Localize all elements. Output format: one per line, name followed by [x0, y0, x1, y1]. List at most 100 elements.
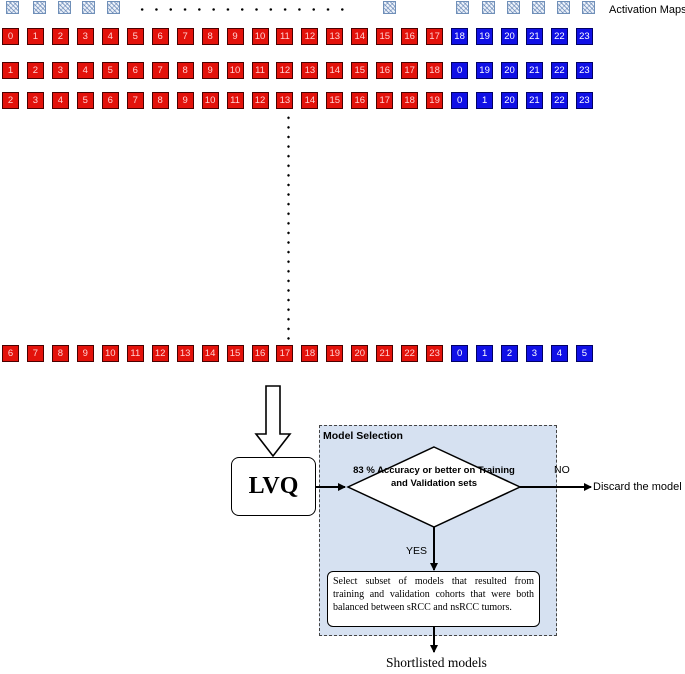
index-cell: 1	[2, 62, 19, 79]
index-cell: 18	[301, 345, 319, 362]
index-cell: 9	[76, 345, 94, 362]
index-cell: 6	[2, 345, 19, 362]
index-cell: 15	[351, 62, 369, 79]
index-cell: 22	[550, 62, 568, 79]
index-cell: 10	[201, 92, 219, 109]
index-cell: 4	[550, 345, 568, 362]
index-cell: 7	[26, 345, 44, 362]
index-cell: 21	[525, 28, 543, 45]
index-cell: 5	[575, 345, 593, 362]
index-cell: 22	[550, 28, 568, 45]
index-cell: 6	[151, 28, 169, 45]
index-cell: 12	[276, 62, 294, 79]
index-cell: 8	[176, 62, 194, 79]
index-cell: 15	[376, 28, 394, 45]
index-cell: 4	[76, 62, 94, 79]
index-cell: 14	[351, 28, 369, 45]
index-cell: 8	[51, 345, 69, 362]
ellipsis-dots-horizontal	[135, 8, 349, 11]
index-cell: 23	[575, 28, 593, 45]
lvq-node: LVQ	[231, 457, 316, 516]
index-cell: 1	[476, 345, 494, 362]
activation-map-thumbnail	[582, 1, 595, 14]
no-label: NO	[554, 464, 570, 476]
index-cell: 13	[326, 28, 344, 45]
hollow-down-arrow	[254, 385, 292, 458]
index-cell: 21	[525, 62, 543, 79]
index-cell: 3	[26, 92, 44, 109]
activation-maps-label: Activation Maps	[609, 4, 685, 16]
activation-map-thumbnail	[58, 1, 71, 14]
index-cell: 19	[326, 345, 344, 362]
index-cell: 15	[226, 345, 244, 362]
index-cell: 22	[401, 345, 419, 362]
index-cell: 17	[401, 62, 419, 79]
index-cell: 13	[301, 62, 319, 79]
index-cell: 7	[126, 92, 144, 109]
index-cell: 3	[51, 62, 69, 79]
index-cell: 12	[251, 92, 269, 109]
index-cell: 15	[326, 92, 344, 109]
index-cell: 10	[251, 28, 269, 45]
index-cell: 3	[76, 28, 94, 45]
index-cell: 8	[151, 92, 169, 109]
index-cell: 3	[525, 345, 543, 362]
index-cell: 23	[575, 92, 593, 109]
index-cell: 18	[451, 28, 469, 45]
index-cell: 0	[451, 62, 469, 79]
activation-map-thumbnail	[456, 1, 469, 14]
index-cell: 4	[51, 92, 69, 109]
index-cell: 20	[351, 345, 369, 362]
yes-label: YES	[406, 545, 428, 557]
index-cell: 19	[476, 28, 494, 45]
index-cell: 13	[176, 345, 194, 362]
shortlisted-models-label: Shortlisted models	[386, 655, 487, 670]
activation-map-thumbnail	[6, 1, 19, 14]
index-cell: 23	[426, 345, 444, 362]
index-cell: 19	[476, 62, 494, 79]
index-cell: 5	[76, 92, 94, 109]
activation-map-thumbnail	[557, 1, 570, 14]
index-cell: 0	[2, 28, 19, 45]
index-cell: 0	[451, 92, 469, 109]
activation-map-thumbnail	[82, 1, 95, 14]
index-cell: 14	[301, 92, 319, 109]
index-cell: 6	[126, 62, 144, 79]
discard-label: Discard the model	[593, 481, 682, 493]
index-cell: 16	[376, 62, 394, 79]
index-cell: 22	[550, 92, 568, 109]
index-cell: 10	[101, 345, 119, 362]
index-cell: 14	[326, 62, 344, 79]
index-cell: 20	[501, 28, 518, 45]
activation-map-thumbnail	[532, 1, 545, 14]
activation-map-thumbnail	[33, 1, 46, 14]
index-cell: 17	[376, 92, 394, 109]
index-cell: 16	[351, 92, 369, 109]
index-cell: 2	[501, 345, 518, 362]
index-cell: 5	[126, 28, 144, 45]
index-cell: 5	[101, 62, 119, 79]
selection-criteria-box: Select subset of models that resulted fr…	[327, 571, 540, 627]
activation-map-thumbnail	[507, 1, 520, 14]
index-cell: 8	[201, 28, 219, 45]
index-cell: 1	[476, 92, 494, 109]
index-cell: 11	[251, 62, 269, 79]
activation-map-thumbnail	[482, 1, 495, 14]
index-cell: 11	[276, 28, 294, 45]
index-cell: 12	[151, 345, 169, 362]
index-cell: 7	[151, 62, 169, 79]
index-cell: 20	[501, 92, 518, 109]
activation-map-thumbnail	[107, 1, 120, 14]
index-cell: 18	[401, 92, 419, 109]
index-cell: 9	[176, 92, 194, 109]
index-cell: 13	[276, 92, 294, 109]
index-cell: 2	[2, 92, 19, 109]
panel-title: Model Selection	[323, 430, 403, 442]
decision-text: 83 % Accuracy or better on Training and …	[353, 465, 515, 489]
index-cell: 9	[226, 28, 244, 45]
index-cell: 12	[301, 28, 319, 45]
index-cell: 14	[201, 345, 219, 362]
index-cell: 11	[226, 92, 244, 109]
